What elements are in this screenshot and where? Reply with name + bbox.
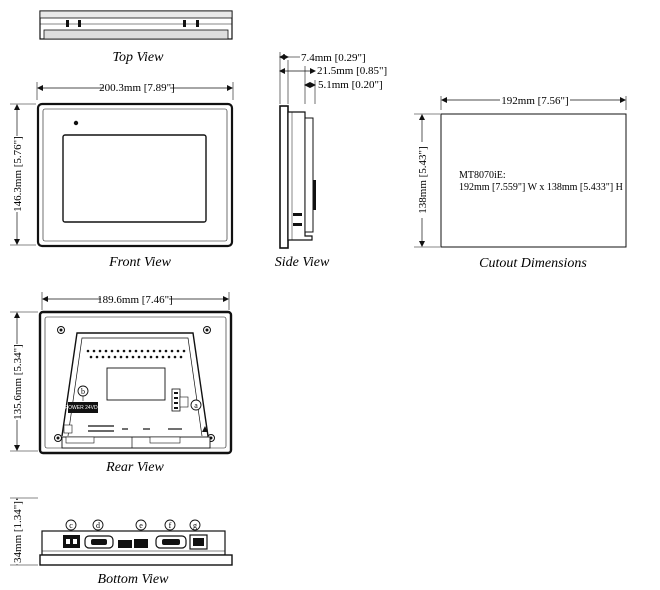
cutout-width-dimension: 192mm [7.56"] — [501, 95, 568, 107]
cutout-size-note: 192mm [7.559"] W x 138mm [5.433"] H — [459, 182, 623, 193]
callout-c — [65, 519, 77, 531]
callout-c-letter: c — [69, 521, 73, 530]
rear-label-area — [106, 367, 166, 401]
front-screen — [62, 134, 207, 223]
rear-view-caption: Rear View — [105, 460, 164, 475]
callout-d — [92, 519, 104, 531]
cutout-outline — [440, 113, 627, 248]
side-housing — [287, 111, 313, 241]
vent-holes — [86, 349, 186, 359]
callout-e — [135, 519, 147, 531]
side-bezel — [279, 105, 289, 249]
cutout-view: 192mm [7.56"] 138mm [5.43"] MT8070iE: 19… — [414, 93, 627, 271]
mini-usb-port-e — [134, 539, 148, 548]
side-bezel-depth-dimension: 7.4mm [0.29"] — [301, 52, 366, 64]
callout-b-letter: b — [81, 387, 85, 396]
side-total-depth-dimension: 21.5mm [0.85"] — [317, 65, 387, 77]
top-view-caption: Top View — [113, 50, 165, 65]
callout-g-letter: g — [193, 521, 197, 530]
power-terminal — [68, 402, 98, 413]
bottom-view: 34mm [1.34"] c d e f g Bottom View — [10, 497, 233, 587]
rear-height-dimension: 135.6mm [5.34"] — [12, 344, 24, 420]
bottom-view-caption: Bottom View — [98, 572, 170, 587]
side-rear-depth-dimension: 5.1mm [0.20"] — [318, 79, 383, 91]
cutout-caption: Cutout Dimensions — [479, 256, 587, 271]
power-label: POWER 24VDC — [65, 405, 102, 411]
side-view: 7.4mm [0.29"] 21.5mm [0.85"] 5.1mm [0.20… — [275, 52, 387, 270]
front-height-dimension: 146.3mm [5.76"] — [12, 136, 24, 212]
rear-view: 189.6mm [7.46"] 135.6mm [5.34"] b POWER … — [10, 292, 233, 475]
front-view: 200.3mm [7.89"] 146.3mm [5.76"] Front Vi… — [10, 80, 234, 270]
power-led — [73, 120, 79, 126]
usb-port — [118, 540, 132, 548]
rear-width-dimension: 189.6mm [7.46"] — [97, 294, 173, 306]
callout-e-letter: e — [139, 521, 143, 530]
bottom-height-dimension: 34mm [1.34"] — [12, 501, 24, 563]
callout-a-letter: a — [194, 401, 198, 410]
cutout-model-label: MT8070iE: — [459, 170, 506, 181]
callout-f — [164, 519, 176, 531]
callout-d-letter: d — [96, 521, 100, 530]
terminal-block-connector — [63, 535, 80, 548]
front-view-caption: Front View — [108, 255, 171, 270]
callout-g — [189, 519, 201, 531]
rear-housing — [61, 332, 209, 437]
callout-f-letter: f — [169, 521, 172, 530]
side-view-caption: Side View — [275, 255, 330, 270]
top-view: Top View — [39, 10, 233, 65]
front-width-dimension: 200.3mm [7.89"] — [99, 82, 175, 94]
cutout-height-dimension: 138mm [5.43"] — [417, 146, 429, 213]
callout-a — [190, 399, 202, 411]
